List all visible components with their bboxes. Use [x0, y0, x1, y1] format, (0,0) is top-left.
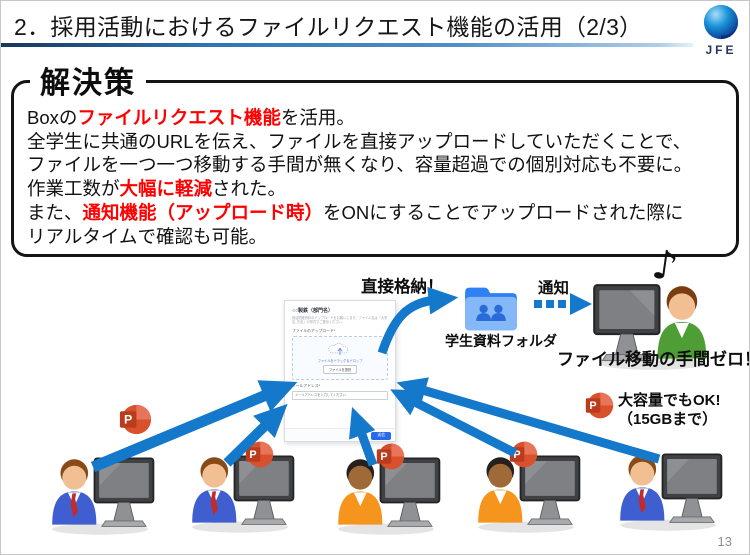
- student-5-at-computer: [611, 447, 731, 532]
- svg-text:P: P: [124, 413, 132, 427]
- slide-title: 2．採用活動におけるファイルリクエスト機能の活用（2/3）: [14, 14, 643, 40]
- jfe-logo-text: JFE: [705, 43, 737, 57]
- select-file-button[interactable]: ファイルを選択: [322, 365, 358, 375]
- student-folder-icon: [461, 283, 521, 333]
- email-field-label: メールアドレス*: [292, 383, 321, 388]
- solution-box: 解決策 Boxのファイルリクエスト機能を活用。 全学生に共通のURLを伝え、ファ…: [11, 58, 739, 257]
- zero-effort-label: ファイル移動の手間ゼロ！: [557, 350, 750, 369]
- student-2-at-computer: [183, 449, 303, 534]
- title-underline: [1, 43, 693, 47]
- submit-button[interactable]: 送信: [371, 431, 391, 440]
- student-folder-label: 学生資料フォルダ: [445, 333, 557, 349]
- solution-line-6: リアルタイムで確認も可能。: [27, 225, 267, 247]
- svg-text:P: P: [380, 451, 387, 463]
- form-title: ○○製鉄（部門名）: [292, 308, 334, 314]
- recruiter-at-computer: [584, 277, 717, 371]
- form-footer: 送信: [285, 428, 395, 441]
- upload-cloud-icon: [328, 343, 348, 356]
- jfe-logo: JFE: [697, 3, 745, 57]
- solution-box-label: 解決策: [30, 58, 146, 102]
- solution-line-2: 全学生に共通のURLを伝え、ファイルを直接アップロードしていただくことで、: [27, 130, 692, 152]
- arrow-upload-4: [390, 389, 518, 458]
- page-number: 13: [717, 534, 732, 549]
- powerpoint-file-icon: P: [585, 391, 614, 420]
- capacity-label: 大容量でもOK! （15GBまで）: [618, 392, 721, 428]
- student-3-at-computer: [329, 451, 449, 536]
- student-1-at-computer: [43, 451, 163, 536]
- powerpoint-file-icon: P: [245, 440, 274, 469]
- form-description: 就活関連資料のアップロードをお願いします。ファイル名は「大学名_氏名」の形式でご…: [292, 316, 388, 325]
- upload-dropzone[interactable]: ファイルをドラッグ＆ドロップ ファイルを選択: [292, 335, 388, 380]
- solution-line-1: Boxのファイルリクエスト機能を活用。: [27, 107, 355, 128]
- solution-line-4: 作業工数が大幅に軽減された。: [27, 178, 287, 200]
- direct-store-label: 直接格納！: [361, 278, 444, 296]
- powerpoint-file-icon: P: [509, 440, 538, 469]
- drag-drop-link[interactable]: ファイルをドラッグ＆ドロップ: [317, 359, 363, 364]
- notify-label: 通知: [538, 280, 570, 297]
- jfe-sphere-icon: [703, 4, 739, 40]
- student-4-at-computer: [469, 449, 589, 534]
- svg-text:P: P: [513, 449, 520, 461]
- solution-line-5: また、通知機能（アップロード時）をONにすることでアップロードされた際に: [27, 201, 684, 223]
- svg-text:P: P: [249, 449, 256, 461]
- solution-line-3: ファイルを一つ一つ移動する手間が無くなり、容量超過での個別対応も不要に。: [27, 154, 693, 176]
- email-input[interactable]: [292, 390, 388, 400]
- solution-text: Boxのファイルリクエスト機能を活用。 全学生に共通のURLを伝え、ファイルを直…: [14, 83, 736, 248]
- upload-field-label: ファイルのアップロード*: [292, 328, 336, 333]
- powerpoint-file-icon: P: [376, 442, 405, 471]
- box-file-request-form: ○○製鉄（部門名） 就活関連資料のアップロードをお願いします。ファイル名は「大学…: [284, 300, 396, 442]
- svg-text:P: P: [589, 400, 596, 412]
- powerpoint-file-icon: P: [119, 403, 152, 436]
